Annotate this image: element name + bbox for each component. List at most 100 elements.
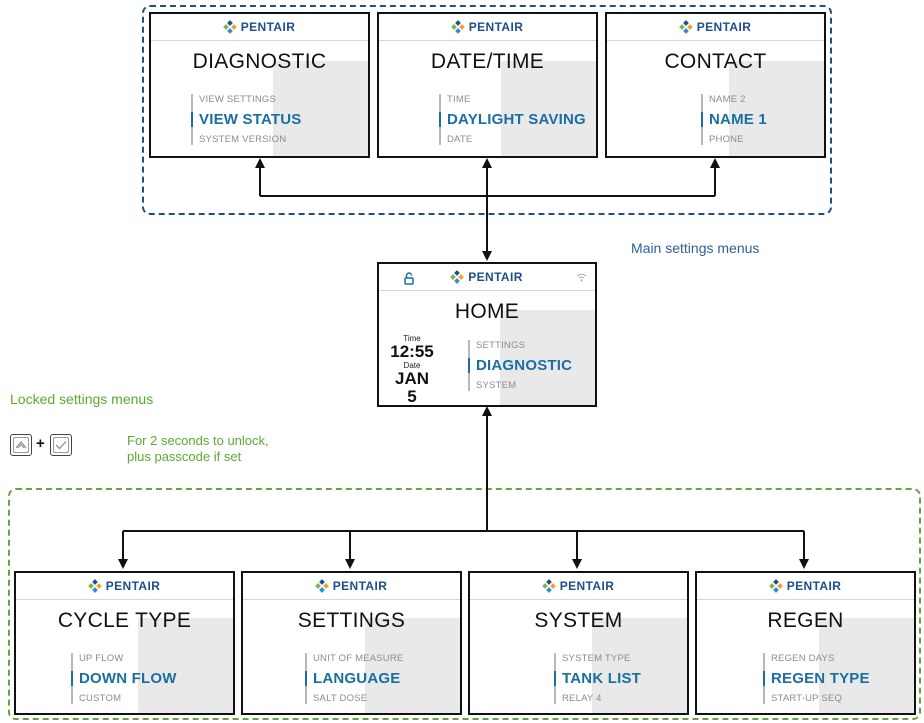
pentair-logo: PENTAIR [450,270,523,284]
settings-screen: PENTAIR SETTINGS UNIT OF MEASURE LANGUAGE SA… [241,571,462,715]
pentair-wordmark: PENTAIR [468,20,524,34]
pentair-logo: PENTAIR [678,20,752,34]
regen-screen: PENTAIR REGEN REGEN DAYS REGEN TYPE START-UP… [695,571,916,715]
screen-shading [138,618,233,713]
locked-settings-label: Locked settings menus [10,391,154,407]
cycle-type-screen: PENTAIR CYCLE TYPE UP FLOW DOWN FLOW CUSTOM [14,571,235,715]
checkmark-key-icon [50,434,72,456]
pentair-logo-icon [768,579,784,593]
pentair-wordmark: PENTAIR [468,270,523,284]
menu-prev-item: VIEW SETTINGS [199,94,277,105]
screen-menu: REGEN DAYS REGEN TYPE START-UP SEQ [763,653,870,704]
menu-selected-item: NAME 1 [701,111,767,128]
menu-prev-item: UP FLOW [79,653,124,664]
wifi-icon [576,273,587,282]
pentair-logo: PENTAIR [222,20,296,34]
screen-menu: SYSTEM TYPE TANK LIST RELAY 4 [553,653,642,704]
screen-menu: UP FLOW DOWN FLOW CUSTOM [71,653,177,704]
menu-selected-item: LANGUAGE [304,670,403,687]
menu-selected-item: DOWN FLOW [71,670,177,687]
home-screen: PENTAIR HOME Time 12:55 Date JAN 5 SETTI… [377,262,597,407]
screen-header: PENTAIR [697,573,914,600]
home-header: PENTAIR [379,264,595,291]
pentair-logo: PENTAIR [314,579,388,593]
menu-prev-item: NAME 2 [709,94,746,105]
screen-shading [592,618,687,713]
menu-next-item: DATE [447,134,473,145]
screen-menu: NAME 2 NAME 1 PHONE [701,94,767,145]
menu-next-item: START-UP SEQ [771,693,843,704]
screen-header: PENTAIR [470,573,687,600]
unlock-instructions-line1: For 2 seconds to unlock, [127,433,269,448]
pentair-logo: PENTAIR [87,579,161,593]
menu-prev-item: REGEN DAYS [771,653,835,664]
locked-settings-group [8,488,921,720]
date-value: JAN 5 [394,369,429,406]
pentair-logo-icon [541,579,557,593]
menu-next-item: SALT DOSE [313,693,368,704]
unlocked-padlock-icon [404,272,414,285]
unlock-instructions-line2: plus passcode if set [127,449,242,464]
screen-shading [501,61,596,156]
pentair-logo: PENTAIR [450,20,524,34]
screen-header: PENTAIR [151,14,368,41]
pentair-wordmark: PENTAIR [105,579,161,593]
time-value: 12:55 [390,342,434,361]
menu-next-item: SYSTEM [476,380,517,391]
screen-title: REGEN [767,609,844,632]
pentair-wordmark: PENTAIR [559,579,615,593]
pentair-logo-icon [222,20,238,34]
time-label: Time [403,334,421,343]
screen-header: PENTAIR [607,14,824,41]
pentair-logo-icon [678,20,694,34]
menu-prev-item: SYSTEM TYPE [562,653,631,664]
date-label: Date [403,361,421,370]
screen-header: PENTAIR [243,573,460,600]
pentair-wordmark: PENTAIR [696,20,752,34]
menu-next-item: RELAY 4 [562,693,602,704]
up-arrow-key-icon [10,434,32,456]
menu-selected-item: DAYLIGHT SAVING [439,111,586,128]
screen-title: DIAGNOSTIC [192,50,327,73]
menu-next-item: PHONE [709,134,744,145]
main-settings-label: Main settings menus [631,240,760,256]
screen-menu: TIME DAYLIGHT SAVING DATE [439,94,586,145]
screen-shading [819,618,914,713]
datetime-screen: PENTAIR DATE/TIME TIME DAYLIGHT SAVING DATE [377,12,598,158]
pentair-logo-icon [314,579,330,593]
unlock-instructions: For 2 seconds to unlock, plus passcode i… [127,433,269,465]
menu-next-item: SYSTEM VERSION [199,134,287,145]
pentair-logo-icon [450,270,465,284]
pentair-wordmark: PENTAIR [332,579,388,593]
menu-selected-item: REGEN TYPE [763,670,870,687]
menu-selected-item: TANK LIST [553,670,642,687]
screen-menu: UNIT OF MEASURE LANGUAGE SALT DOSE [304,653,404,704]
pentair-logo-icon [87,579,103,593]
screen-title: CONTACT [664,50,767,73]
menu-prev-item: TIME [447,94,471,105]
menu-selected-item: DIAGNOSTIC [467,357,573,374]
home-menu: SETTINGS DIAGNOSTIC SYSTEM [467,340,573,391]
screen-shading [273,61,368,156]
screen-shading [729,61,824,156]
home-time-date: Time 12:55 Date JAN 5 [389,334,435,406]
menu-prev-item: SETTINGS [476,340,526,351]
screen-title: SETTINGS [297,609,406,632]
pentair-wordmark: PENTAIR [240,20,296,34]
screen-title: DATE/TIME [430,50,545,73]
pentair-wordmark: PENTAIR [786,579,842,593]
home-title: HOME [454,300,520,323]
menu-prev-item: UNIT OF MEASURE [313,653,404,664]
pentair-logo-icon [450,20,466,34]
pentair-logo: PENTAIR [541,579,615,593]
screen-header: PENTAIR [16,573,233,600]
menu-next-item: CUSTOM [79,693,122,704]
screen-header: PENTAIR [379,14,596,41]
screen-title: CYCLE TYPE [57,609,192,632]
pentair-logo: PENTAIR [768,579,842,593]
screen-shading [500,310,595,405]
